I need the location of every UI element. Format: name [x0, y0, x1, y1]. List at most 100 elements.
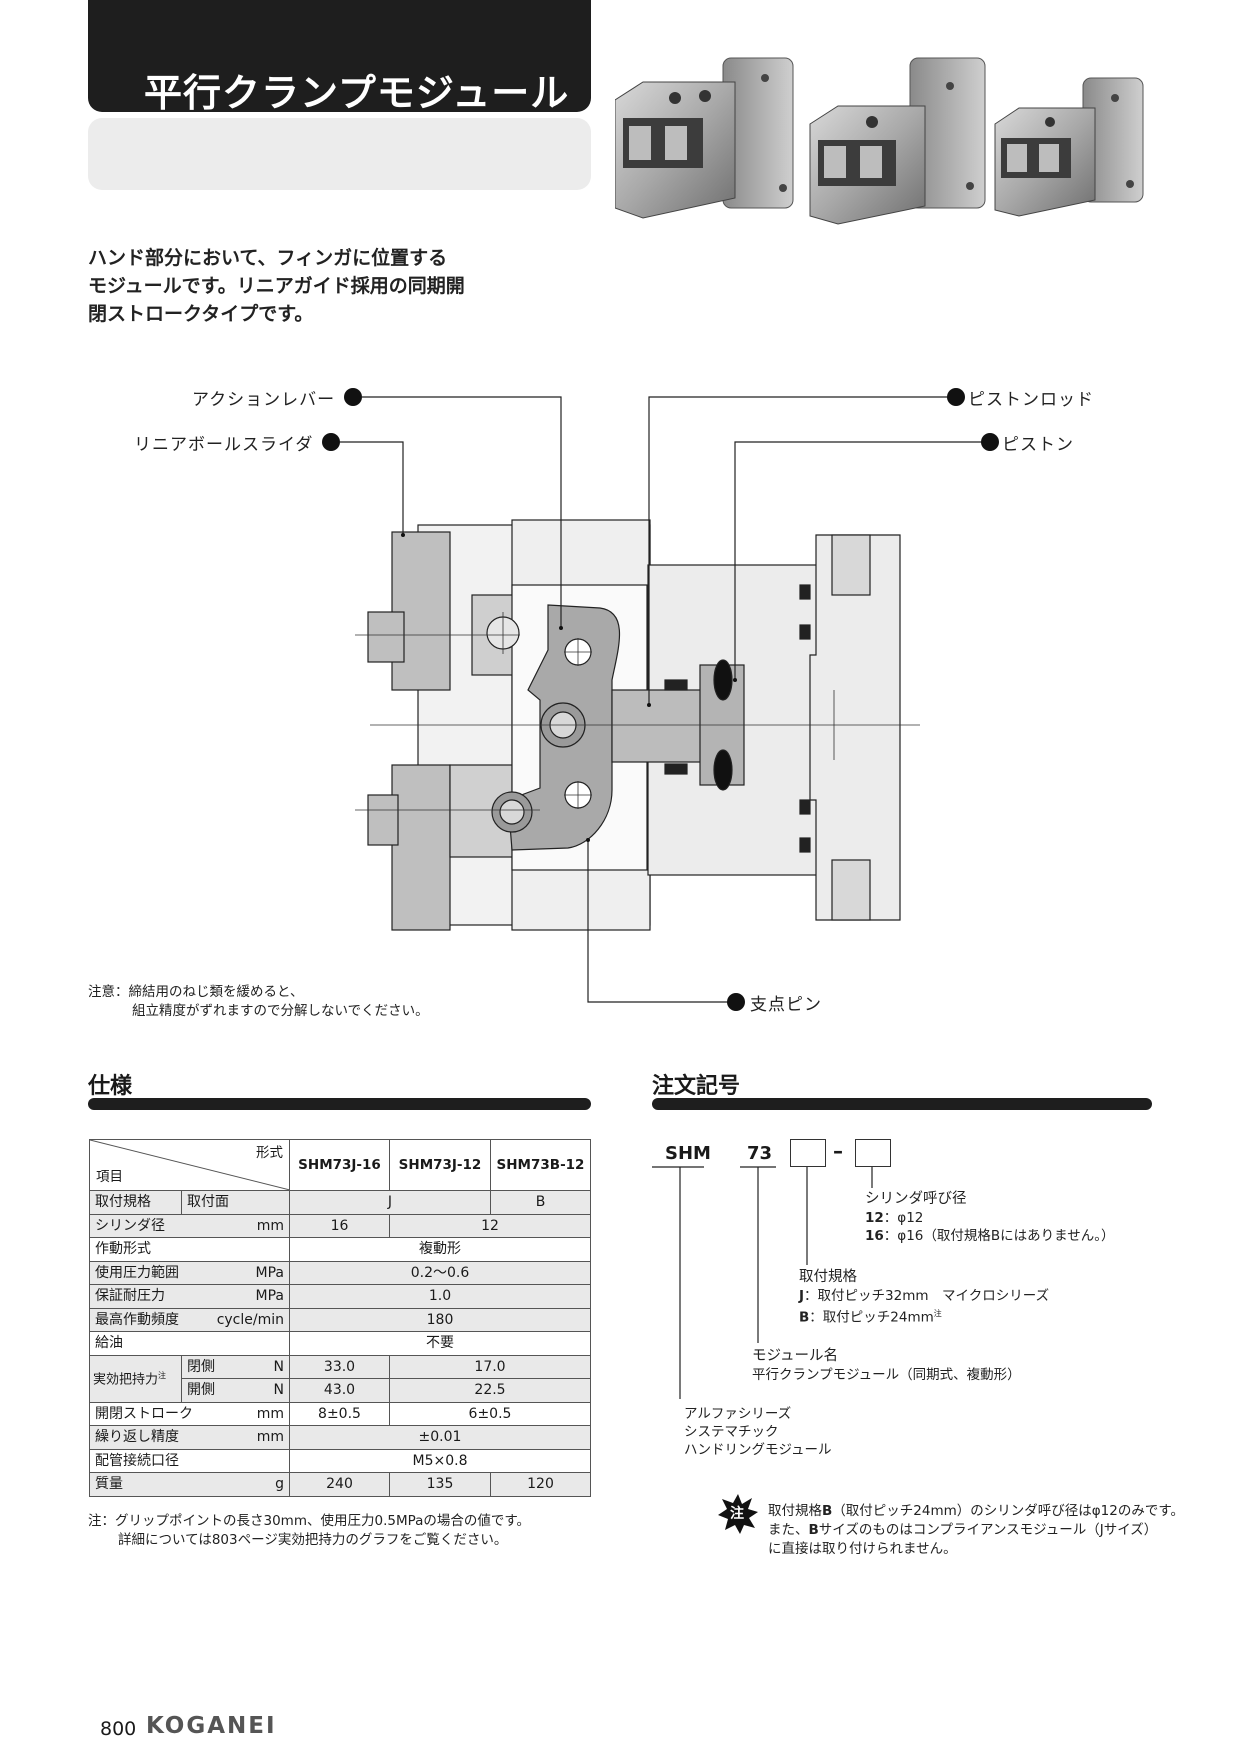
intro-text: ハンド部分において、フィンガに位置する モジュールです。リニアガイド採用の同期開… [88, 244, 465, 328]
row-sublabel: 取付面 [181, 1190, 290, 1215]
row-label-text: 最高作動頻度 [95, 1311, 179, 1328]
cell-value: 22.5 [389, 1378, 591, 1403]
spec-header-row: 形式 項目 SHM73J-16 SHM73J-12 SHM73B-12 [89, 1139, 591, 1191]
page-number: 800 [100, 1718, 137, 1740]
order-note-line3: に直接は取り付けられません。 [768, 1541, 957, 1557]
cell-value: 135 [389, 1472, 491, 1497]
model-header: SHM73B-12 [490, 1139, 591, 1191]
cell-value: 33.0 [289, 1354, 390, 1379]
table-row: 配管接続口径 M5×0.8 [89, 1448, 591, 1473]
cell-value: 43.0 [289, 1378, 390, 1403]
row-label: 実効把持力注 [89, 1354, 182, 1403]
row-label: 給油 [89, 1331, 290, 1356]
caution-label: 注意： [88, 984, 129, 1000]
order-leader-lines [652, 1166, 873, 1399]
cell-value: J [289, 1190, 491, 1215]
row-label: 保証耐圧力 MPa [89, 1284, 290, 1309]
intro-line: モジュールです。リニアガイド採用の同期開 [88, 275, 465, 297]
order-bore-16-val: ：φ16（取付規格Bにはありません。） [883, 1228, 1115, 1244]
header-form-label: 形式 [256, 1145, 283, 1161]
header-item-label: 項目 [96, 1169, 123, 1185]
order-code-73: 73 [747, 1143, 773, 1164]
order-bore-12-key: 12 [865, 1210, 884, 1226]
order-module-title: モジュール名 [752, 1348, 838, 1364]
order-box-bore [855, 1139, 891, 1167]
caution-line: 組立精度がずれますので分解しないでください。 [132, 1003, 429, 1019]
row-unit: MPa [255, 1264, 284, 1281]
order-mount-b-key: B [799, 1309, 810, 1326]
row-label: 取付規格 [89, 1190, 182, 1215]
order-mount-b: B：取付ピッチ24mm注 [799, 1305, 942, 1327]
order-bore-16-key: 16 [865, 1228, 884, 1244]
spec-section-bar [88, 1098, 591, 1110]
order-section-title: 注文記号 [652, 1074, 741, 1099]
cross-section-diagram [322, 388, 999, 1011]
cell-value: M5×0.8 [289, 1448, 591, 1473]
order-bore-title: シリンダ呼び径 [865, 1191, 967, 1207]
row-label-text: 開閉ストローク [95, 1405, 193, 1422]
order-note-line1-post: （取付ピッチ24mm）のシリンダ呼び径はφ12のみです。 [832, 1503, 1185, 1519]
cell-value: 6±0.5 [389, 1401, 591, 1426]
order-note-line2-post: サイズのものはコンプライアンスモジュール（Jサイズ） [818, 1522, 1158, 1538]
spec-header-corner: 形式 項目 [89, 1139, 290, 1191]
row-sublabel-text: 開側 [187, 1382, 215, 1399]
intro-line: ハンド部分において、フィンガに位置する [88, 247, 448, 269]
order-note-line1-bold: B [822, 1503, 833, 1519]
order-dash: – [833, 1139, 843, 1163]
spec-note-label: 注： [88, 1513, 115, 1529]
order-box-mount [790, 1139, 826, 1167]
order-mount-j: J：取付ピッチ32mm マイクロシリーズ [799, 1287, 1049, 1305]
row-unit: N [273, 1358, 284, 1375]
cell-value: B [490, 1190, 591, 1215]
order-mount-b-val: ：取付ピッチ24mm [809, 1309, 934, 1326]
order-bore-16: 16：φ16（取付規格Bにはありません。） [865, 1227, 1115, 1245]
note-starburst-icon [718, 1494, 758, 1534]
row-sublabel: 閉側 N [181, 1354, 290, 1379]
note-badge-text: 注 [730, 1506, 744, 1522]
note-mark: 注 [933, 1309, 942, 1318]
diagonal-divider [90, 1140, 289, 1190]
table-row: 給油 不要 [89, 1331, 591, 1356]
product-photo-1 [615, 57, 794, 219]
order-note: 取付規格B（取付ピッチ24mm）のシリンダ呼び径はφ12のみです。 また、Bサイ… [768, 1502, 1184, 1559]
row-label-text: 保証耐圧力 [95, 1288, 165, 1305]
row-unit: MPa [255, 1288, 284, 1305]
product-photo-2 [809, 57, 986, 225]
row-unit: mm [256, 1217, 284, 1234]
cell-value: ±0.01 [289, 1425, 591, 1450]
row-label-text: 実効把持力 [93, 1372, 159, 1388]
spec-note: 注：グリップポイントの長さ30mm、使用圧力0.5MPaの場合の値です。 詳細に… [88, 1512, 530, 1550]
order-module-desc: 平行クランプモジュール（同期式、複動形） [752, 1367, 1021, 1383]
order-series-line: システマチック [684, 1424, 779, 1440]
cell-value: 180 [289, 1307, 591, 1332]
row-sublabel-text: 閉側 [187, 1358, 215, 1375]
order-section-bar [652, 1098, 1152, 1110]
spec-table: 形式 項目 SHM73J-16 SHM73J-12 SHM73B-12 取付規格… [89, 1139, 591, 1497]
callout-fulcrum-pin: 支点ピン [750, 995, 822, 1015]
order-note-line1: 取付規格B（取付ピッチ24mm）のシリンダ呼び径はφ12のみです。 [768, 1502, 1184, 1521]
cell-value: 1.0 [289, 1284, 591, 1309]
callout-dot [981, 433, 999, 451]
callout-piston-rod: ピストンロッド [968, 390, 1094, 410]
row-label-text: 質量 [95, 1476, 123, 1493]
order-bore-12-val: ：φ12 [883, 1210, 924, 1226]
row-label-text: 繰り返し精度 [95, 1429, 179, 1446]
subtitle-box [88, 118, 591, 190]
row-label-text: シリンダ径 [95, 1217, 165, 1234]
order-series-line: アルファシリーズ [684, 1406, 792, 1422]
cell-value: 120 [490, 1472, 591, 1497]
model-header: SHM73J-12 [389, 1139, 491, 1191]
order-note-line2: また、Bサイズのものはコンプライアンスモジュール（Jサイズ） [768, 1521, 1184, 1540]
order-bore-12: 12：φ12 [865, 1209, 923, 1227]
order-series-line: ハンドリングモジュール [684, 1442, 832, 1458]
